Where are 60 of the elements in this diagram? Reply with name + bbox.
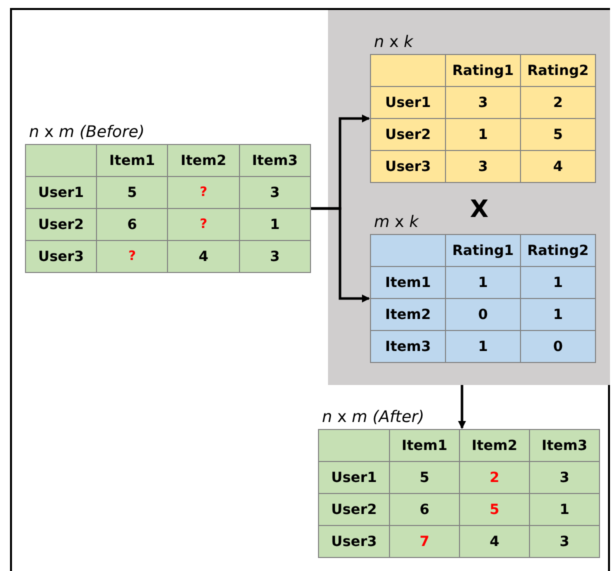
matrix-value: 6: [390, 494, 460, 526]
column-header: Rating2: [520, 54, 596, 86]
matrix-value: 4: [520, 150, 596, 182]
row-header: User2: [26, 208, 96, 240]
matrix-value: 6: [96, 208, 168, 240]
matrix-value: 5: [96, 176, 168, 208]
matrix-value: 1: [520, 266, 596, 298]
matrix-value: 3: [239, 240, 310, 272]
column-header: Item1: [96, 144, 168, 176]
matrix-value: 0: [520, 330, 596, 362]
matrix-value: ?: [168, 208, 240, 240]
column-header: Rating1: [446, 54, 520, 86]
matrix-value: 4: [168, 240, 240, 272]
matrix-value: 7: [390, 526, 460, 558]
row-header: Item2: [370, 298, 446, 330]
matrix-value: 1: [446, 118, 520, 150]
column-header: Item1: [390, 430, 460, 462]
row-header: User2: [370, 118, 446, 150]
row-header: User2: [318, 494, 390, 526]
matrix-value: ?: [168, 176, 240, 208]
matrix-label: n x m (Before): [28, 121, 146, 143]
matrix-value: 1: [239, 208, 310, 240]
background-panel: [328, 10, 610, 385]
matrix-value: 4: [460, 526, 530, 558]
matrix-value: 3: [446, 86, 520, 118]
matrix-value: 3: [530, 526, 600, 558]
matrix-value: 3: [530, 462, 600, 494]
matrix-value: 5: [460, 494, 530, 526]
row-header: User1: [26, 176, 96, 208]
matrix-value: 1: [446, 266, 520, 298]
row-header: User1: [318, 462, 390, 494]
multiply-sign: X: [470, 195, 489, 223]
matrix-value: 5: [390, 462, 460, 494]
row-header: User3: [318, 526, 390, 558]
column-header: Item2: [460, 430, 530, 462]
column-header: Rating2: [520, 234, 596, 266]
matrix-label: n x k: [373, 31, 414, 53]
matrix-value: 0: [446, 298, 520, 330]
row-header: User3: [26, 240, 96, 272]
row-header: Item1: [370, 266, 446, 298]
arrow: [311, 207, 370, 302]
matrix-value: ?: [96, 240, 168, 272]
column-header: Item2: [168, 144, 240, 176]
matrix-value: 1: [446, 330, 520, 362]
matrix-value: 1: [520, 298, 596, 330]
row-header: User1: [370, 86, 446, 118]
column-header: Item3: [239, 144, 310, 176]
matrix-value: 2: [520, 86, 596, 118]
matrix-label: m x k: [373, 211, 420, 233]
matrix-value: 3: [239, 176, 310, 208]
matrix-value: 2: [460, 462, 530, 494]
column-header: Item3: [530, 430, 600, 462]
matrix-value: 3: [446, 150, 520, 182]
column-header: Rating1: [446, 234, 520, 266]
matrix-label: n x m (After): [321, 406, 426, 428]
arrow: [458, 385, 466, 429]
matrix-value: 5: [520, 118, 596, 150]
row-header: Item3: [370, 330, 446, 362]
matrix-value: 1: [530, 494, 600, 526]
row-header: User3: [370, 150, 446, 182]
